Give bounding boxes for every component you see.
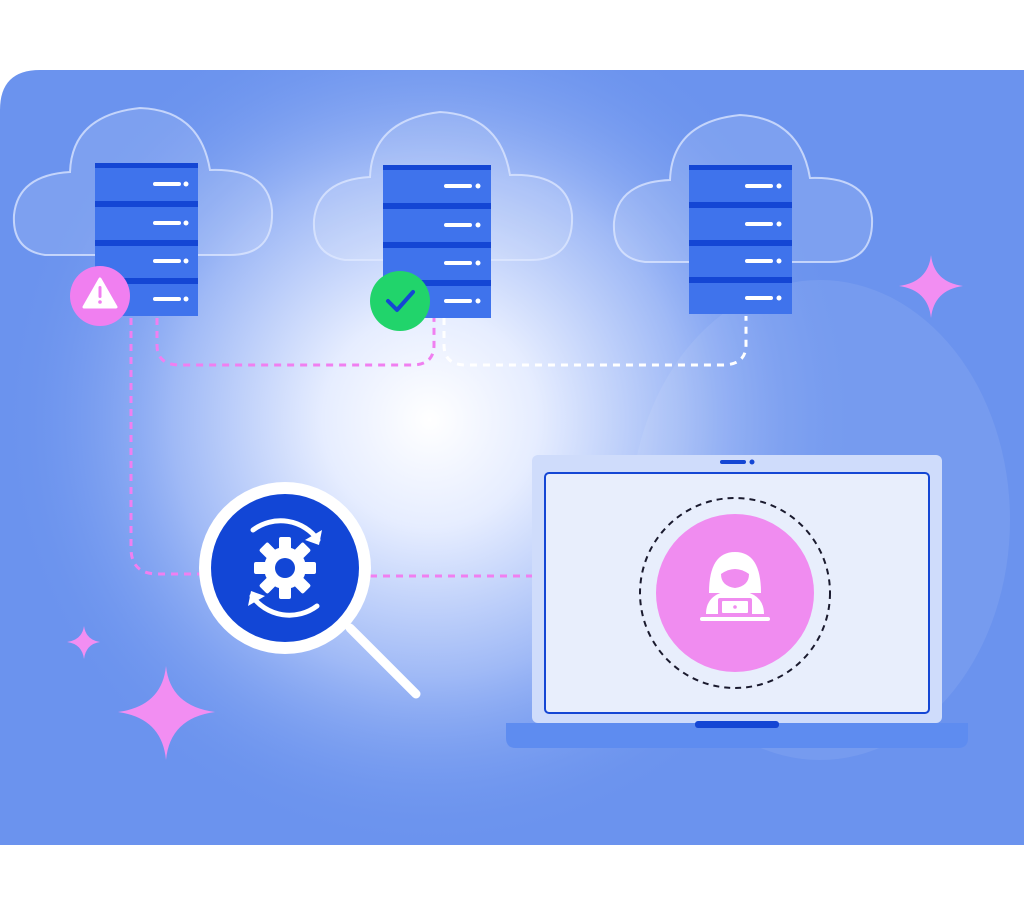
warning-triangle-icon [70, 266, 130, 326]
link-middle-to-right [442, 316, 748, 367]
hacker-icon [639, 497, 831, 689]
server-right [689, 165, 792, 314]
link-left-to-magnifier [129, 318, 205, 576]
gear-refresh-icon [248, 518, 322, 618]
sparkle-icon [899, 255, 963, 318]
sparkle-icon [67, 626, 100, 659]
sparkle-icon [118, 666, 215, 760]
checkmark-icon [370, 271, 430, 331]
